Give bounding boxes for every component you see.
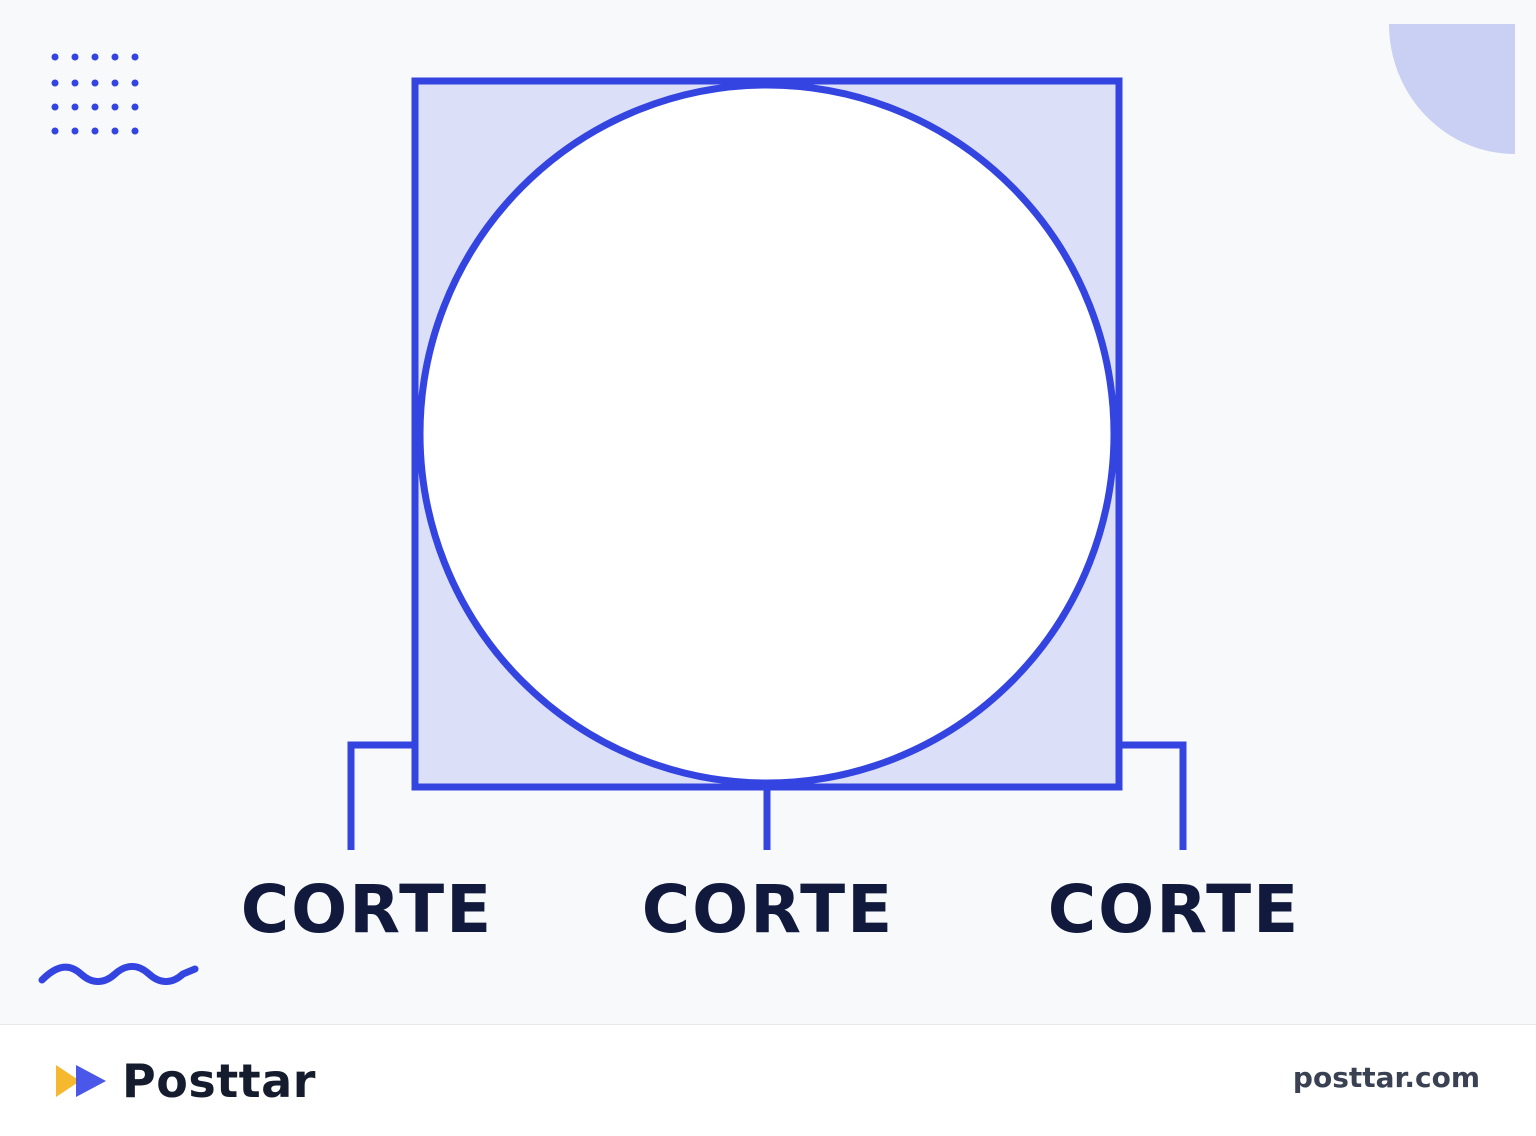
footer-bar: Posttar posttar.com [0,1024,1536,1136]
cut-label-middle: CORTE [641,871,895,948]
square-circle-diagram [38,24,1515,985]
brand-name: Posttar [122,1054,316,1108]
diagram-canvas: CORTE CORTE CORTE [38,24,1515,985]
left-cut-bracket [347,741,415,850]
inscribed-circle [416,81,1118,787]
site-url-link[interactable]: posttar.com [1292,1061,1480,1094]
dot-grid-decoration [51,53,139,135]
quarter-circle-decoration [1389,24,1515,154]
right-cut-bracket [1119,741,1187,850]
brand-play-icon [56,1065,106,1097]
cut-label-left: CORTE [240,871,494,948]
brand[interactable]: Posttar [54,1049,316,1113]
cut-label-right: CORTE [1047,871,1301,948]
wave-decoration [38,963,199,985]
